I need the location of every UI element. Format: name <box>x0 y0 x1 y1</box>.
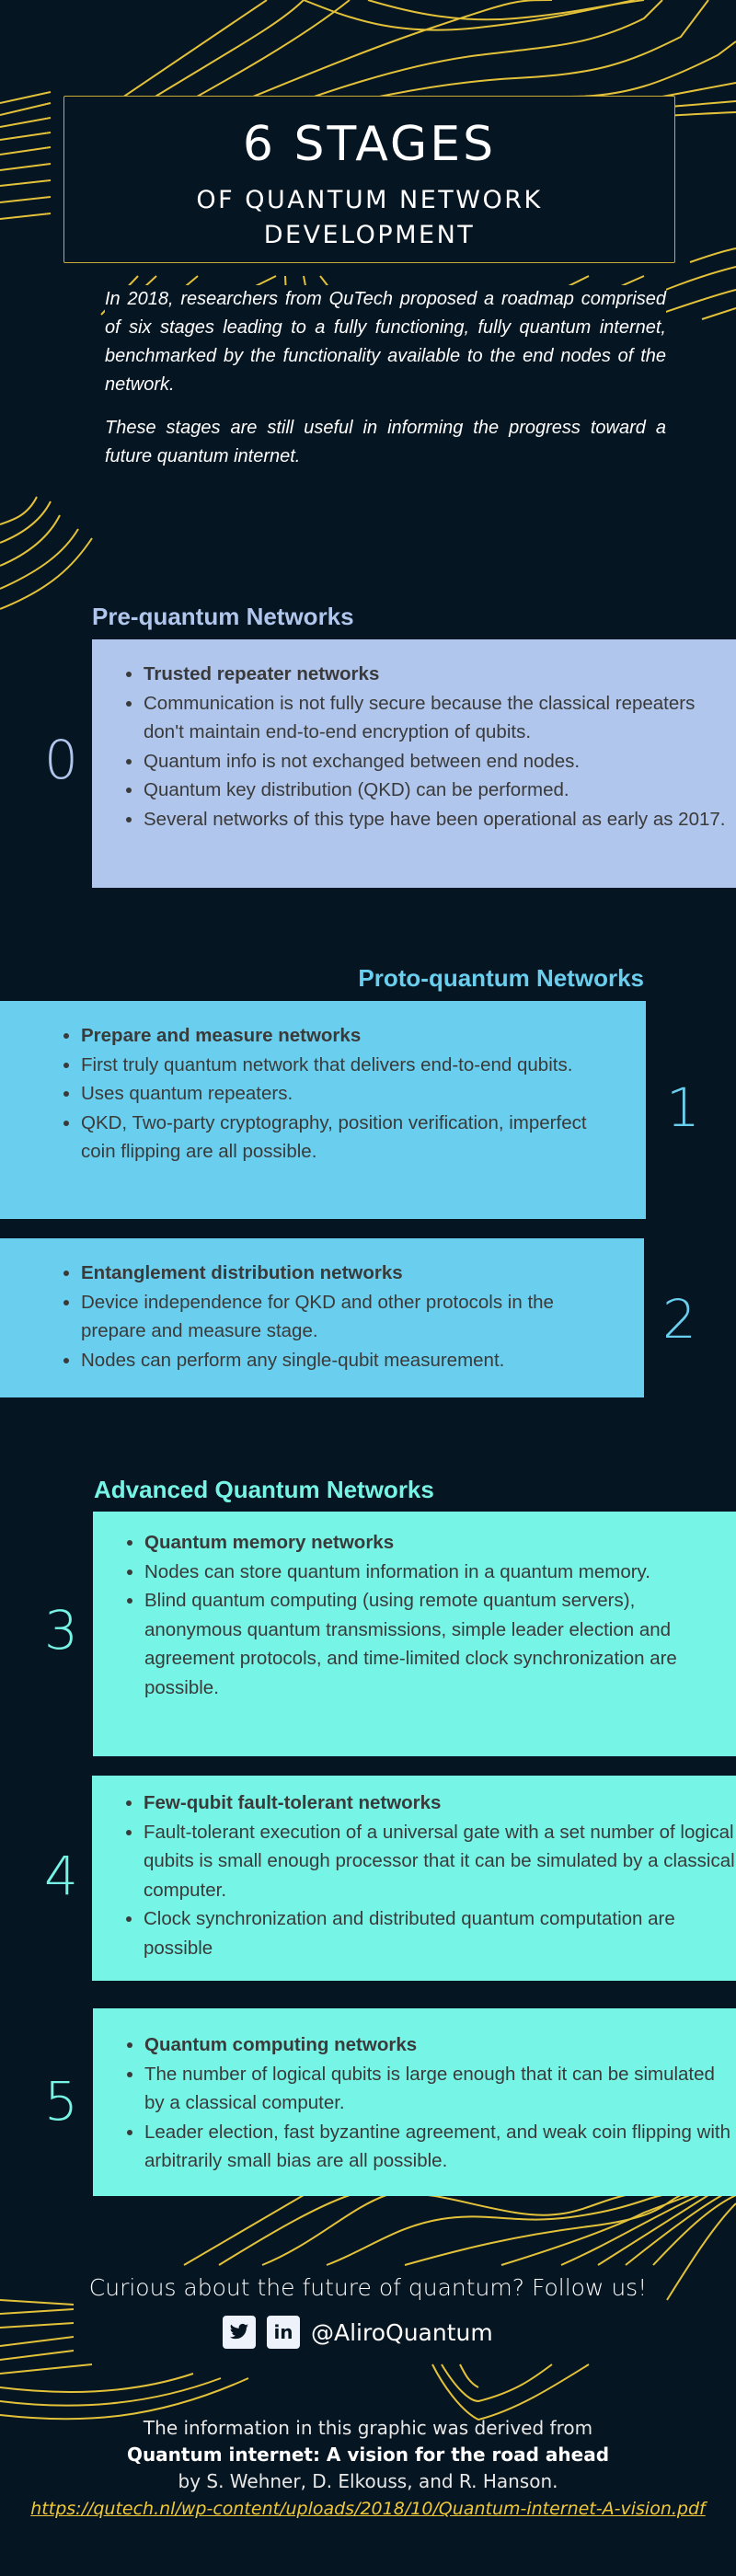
subtitle-line-2: DEVELOPMENT <box>263 221 476 249</box>
intro-paragraph-1: In 2018, researchers from QuTech propose… <box>105 289 666 395</box>
stage-number-5: 5 <box>44 2070 78 2133</box>
stage-2-bullet: Nodes can perform any single-qubit measu… <box>81 1346 616 1375</box>
page-subtitle: OF QUANTUM NETWORK DEVELOPMENT <box>64 183 674 253</box>
title-box: 6 STAGES OF QUANTUM NETWORK DEVELOPMENT <box>63 96 675 263</box>
stage-number-3: 3 <box>44 1599 78 1662</box>
stage-1-bullet: Uses quantum repeaters. <box>81 1079 618 1109</box>
stage-0-bullet: Quantum info is not exchanged between en… <box>144 747 736 776</box>
stage-5-bullet: Leader election, fast byzantine agreemen… <box>144 2118 736 2176</box>
credit-intro: The information in this graphic was deri… <box>143 2417 593 2439</box>
section-title-advanced-quantum: Advanced Quantum Networks <box>94 1476 434 1503</box>
stage-0-bullet: Several networks of this type have been … <box>144 805 736 834</box>
stage-5-heading: Quantum computing networks <box>144 2030 736 2060</box>
stage-4-bullet: Fault-tolerant execution of a universal … <box>144 1818 736 1905</box>
stage-card-5: Quantum computing networks The number of… <box>93 2008 736 2196</box>
section-title-pre-quantum: Pre-quantum Networks <box>92 603 354 630</box>
social-handle[interactable]: @AliroQuantum <box>311 2318 493 2346</box>
intro-paragraph-2: These stages are still useful in informi… <box>105 418 666 466</box>
stage-number-0: 0 <box>44 729 78 791</box>
credit-title: Quantum internet: A vision for the road … <box>126 2444 610 2466</box>
stage-5-bullet: The number of logical qubits is large en… <box>144 2060 736 2118</box>
stage-4-bullet: Clock synchronization and distributed qu… <box>144 1904 736 1962</box>
stage-number-4: 4 <box>44 1845 78 1907</box>
social-links: in @AliroQuantum <box>223 2316 493 2349</box>
stage-3-bullet: Blind quantum computing (using remote qu… <box>144 1586 736 1702</box>
stage-4-heading: Few-qubit fault-tolerant networks <box>144 1788 736 1818</box>
stage-2-heading: Entanglement distribution networks <box>81 1259 616 1288</box>
intro-text: In 2018, researchers from QuTech propose… <box>105 285 666 486</box>
stage-number-1: 1 <box>666 1076 700 1139</box>
stage-card-1: Prepare and measure networks First truly… <box>0 1001 646 1219</box>
stage-0-heading: Trusted repeater networks <box>144 660 736 689</box>
credits: The information in this graphic was deri… <box>0 2415 736 2523</box>
follow-prompt: Curious about the future of quantum? Fol… <box>88 2274 648 2301</box>
stage-1-heading: Prepare and measure networks <box>81 1021 618 1051</box>
stage-card-3: Quantum memory networks Nodes can store … <box>93 1512 736 1756</box>
twitter-icon[interactable] <box>223 2316 256 2349</box>
page-title: 6 STAGES <box>242 117 497 172</box>
stage-3-heading: Quantum memory networks <box>144 1528 736 1558</box>
stage-card-4: Few-qubit fault-tolerant networks Fault-… <box>92 1776 736 1981</box>
stage-0-bullet: Communication is not fully secure becaus… <box>144 689 736 747</box>
stage-card-2: Entanglement distribution networks Devic… <box>0 1238 644 1397</box>
stage-0-bullet: Quantum key distribution (QKD) can be pe… <box>144 776 736 805</box>
stage-number-2: 2 <box>662 1288 696 1351</box>
stage-1-bullet: First truly quantum network that deliver… <box>81 1051 618 1080</box>
stage-card-0: Trusted repeater networks Communication … <box>92 639 736 888</box>
source-link[interactable]: https://qutech.nl/wp-content/uploads/201… <box>30 2499 706 2519</box>
stage-3-bullet: Nodes can store quantum information in a… <box>144 1558 736 1587</box>
linkedin-icon[interactable]: in <box>267 2316 300 2349</box>
stage-2-bullet: Device independence for QKD and other pr… <box>81 1288 616 1346</box>
stage-1-bullet: QKD, Two-party cryptography, position ve… <box>81 1109 618 1167</box>
credit-authors: by S. Wehner, D. Elkouss, and R. Hanson. <box>178 2470 558 2492</box>
section-title-proto-quantum: Proto-quantum Networks <box>358 964 644 992</box>
subtitle-line-1: OF QUANTUM NETWORK <box>196 186 543 214</box>
